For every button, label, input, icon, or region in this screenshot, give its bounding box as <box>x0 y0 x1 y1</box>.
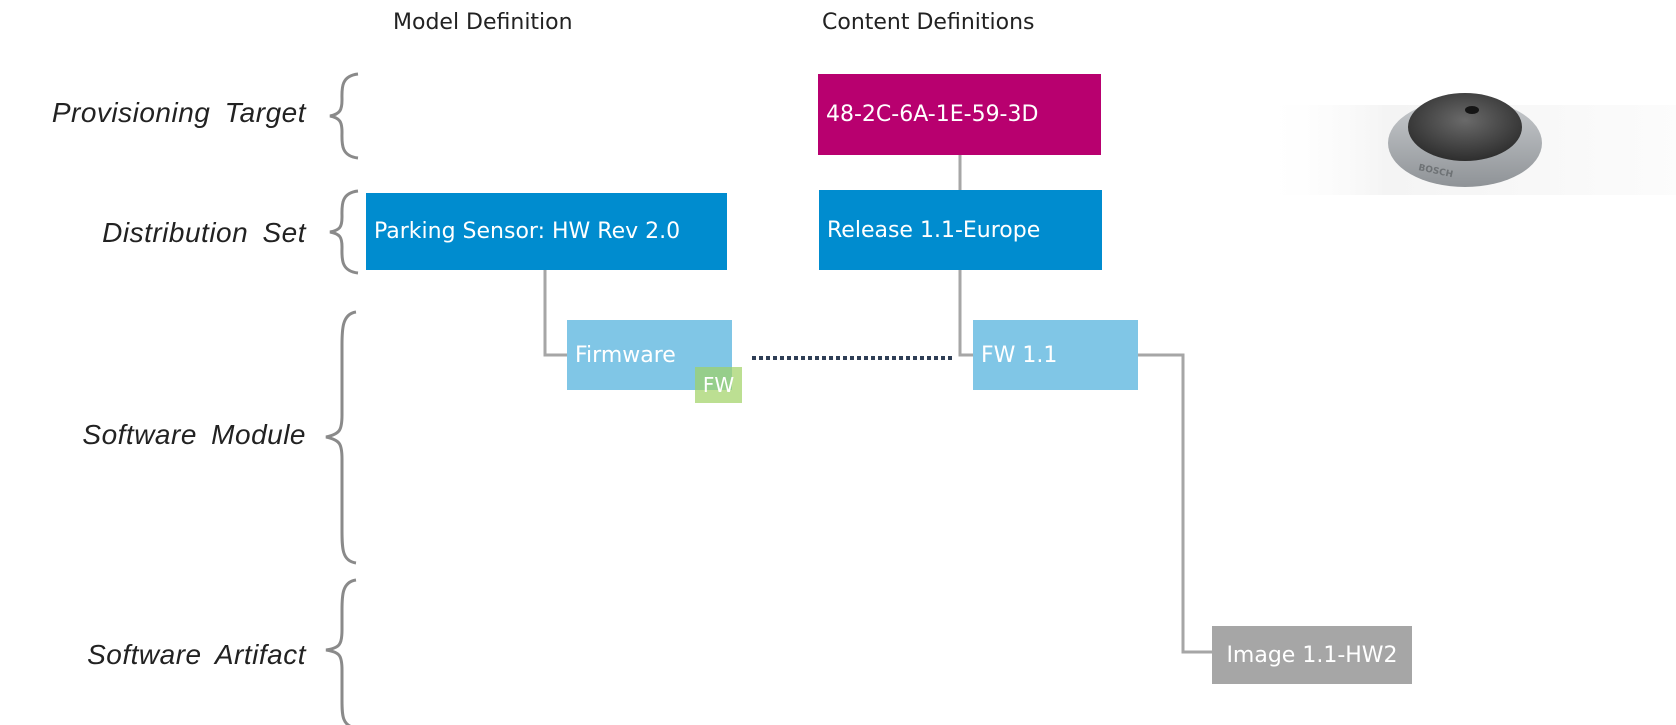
node-provisioning-target[interactable]: 48-2C-6A-1E-59-3D <box>818 74 1101 155</box>
brace-provisioning-target <box>329 72 359 160</box>
node-label: FW 1.1 <box>981 342 1058 368</box>
node-label: Image 1.1-HW2 <box>1226 642 1398 668</box>
parking-sensor-device-image: BOSCH <box>1260 93 1676 195</box>
row-label-provisioning-target: Provisioning Target <box>51 97 306 128</box>
row-label-distribution-set: Distribution Set <box>102 217 306 248</box>
node-label: Firmware <box>575 342 676 368</box>
row-label-software-artifact: Software Artifact <box>87 639 306 670</box>
node-content-distribution-set[interactable]: Release 1.1-Europe <box>819 190 1102 270</box>
brace-distribution-set <box>329 189 359 275</box>
row-label-software-module: Software Module <box>82 419 306 450</box>
column-header-model-definition: Model Definition <box>393 10 573 35</box>
module-type-badge: FW <box>695 367 742 403</box>
node-label: Parking Sensor: HW Rev 2.0 <box>374 219 681 244</box>
node-content-software-module[interactable]: FW 1.1 <box>973 320 1138 390</box>
connector-parking-firmware <box>543 270 567 357</box>
device-dome <box>1408 93 1522 161</box>
column-header-content-definitions: Content Definitions <box>822 10 1035 35</box>
node-model-distribution-set[interactable]: Parking Sensor: HW Rev 2.0 <box>366 193 727 270</box>
brace-software-artifact <box>325 578 357 725</box>
connector-fw11-image <box>1138 353 1212 654</box>
node-label: 48-2C-6A-1E-59-3D <box>826 102 1039 127</box>
brace-software-module <box>325 310 357 565</box>
device-sensor-hole <box>1465 106 1479 114</box>
node-software-artifact[interactable]: Image 1.1-HW2 <box>1212 626 1412 684</box>
connector-release-fw11 <box>958 270 973 357</box>
node-label: Release 1.1-Europe <box>827 217 1041 243</box>
